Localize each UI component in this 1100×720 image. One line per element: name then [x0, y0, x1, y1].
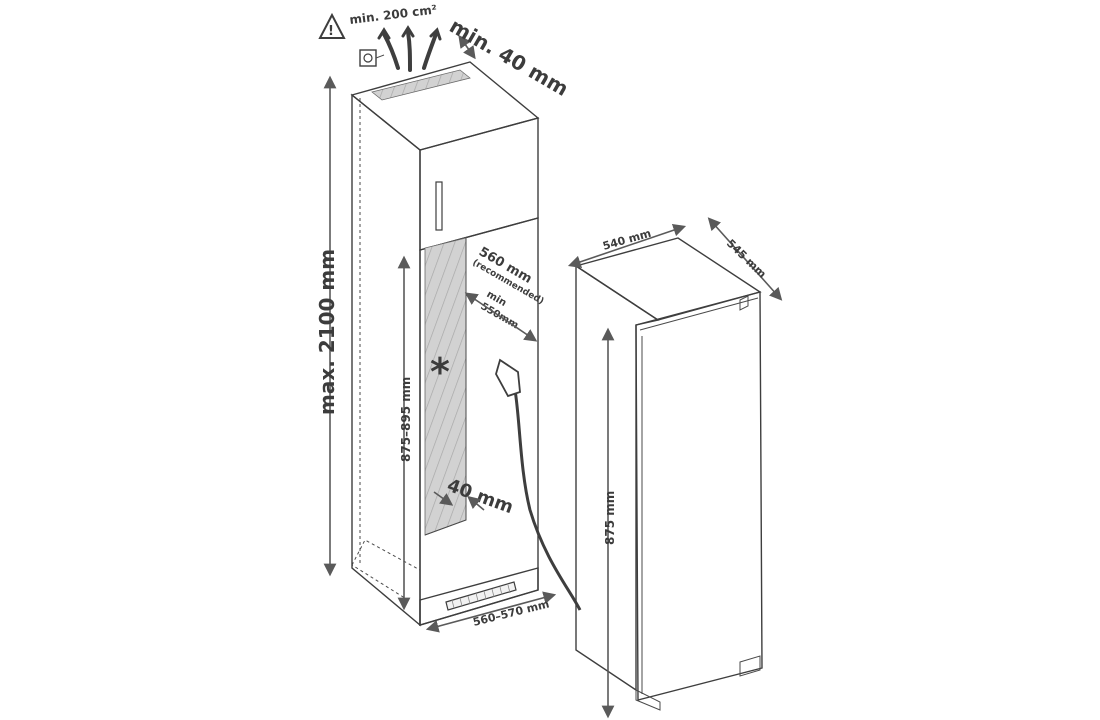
- airflow-arrows-icon: [377, 25, 442, 72]
- asterisk-marker: *: [430, 350, 450, 394]
- appliance-door: [635, 291, 763, 701]
- airflow-label: min. 200 cm²: [349, 2, 438, 27]
- warning-exclamation: !: [328, 24, 334, 39]
- cabinet: *: [350, 61, 582, 627]
- appliance-width-label: 540 mm: [601, 227, 652, 253]
- cabinet-width-label: 560–570 mm: [472, 597, 551, 629]
- door-handle-icon: [435, 181, 443, 231]
- warning-group: ! min. 200 cm²: [318, 2, 442, 72]
- appliance-depth-label: 545 mm: [724, 237, 769, 281]
- warning-icon: [318, 12, 346, 39]
- cabinet-height-label: max. 2100 mm: [315, 249, 339, 415]
- appliance-height-label: 875 mm: [603, 491, 617, 545]
- appliance: [574, 237, 763, 711]
- socket-icon: [359, 49, 385, 67]
- top-gap-label: min. 40 mm: [446, 14, 573, 101]
- niche-height-label: 875–895 mm: [399, 377, 413, 462]
- vent-grille: [445, 581, 517, 611]
- power-cable: [513, 389, 582, 611]
- plug-icon: [495, 358, 521, 398]
